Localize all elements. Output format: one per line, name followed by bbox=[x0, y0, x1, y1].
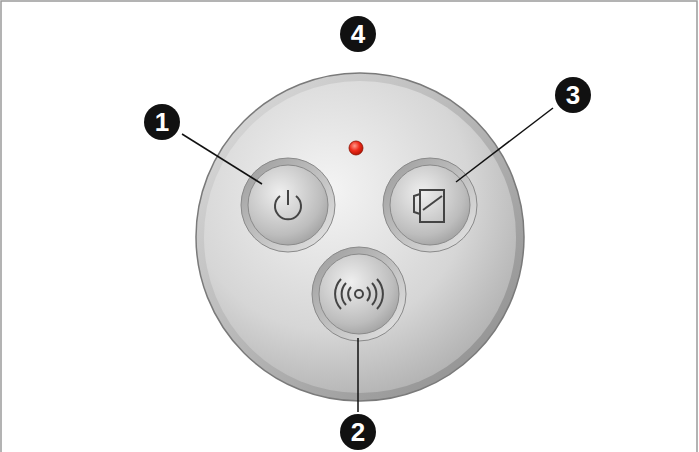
power-button bbox=[241, 158, 335, 252]
jug-button bbox=[383, 158, 477, 252]
indicator-led bbox=[349, 141, 363, 155]
callout-number: 1 bbox=[144, 104, 180, 140]
callout-number: 3 bbox=[555, 77, 591, 113]
panel-rim bbox=[196, 73, 524, 401]
leader-lines bbox=[182, 108, 553, 412]
callout-number: 4 bbox=[340, 16, 376, 52]
panel-face bbox=[204, 81, 516, 393]
callout-number: 2 bbox=[340, 414, 376, 450]
signal-button bbox=[312, 247, 406, 341]
